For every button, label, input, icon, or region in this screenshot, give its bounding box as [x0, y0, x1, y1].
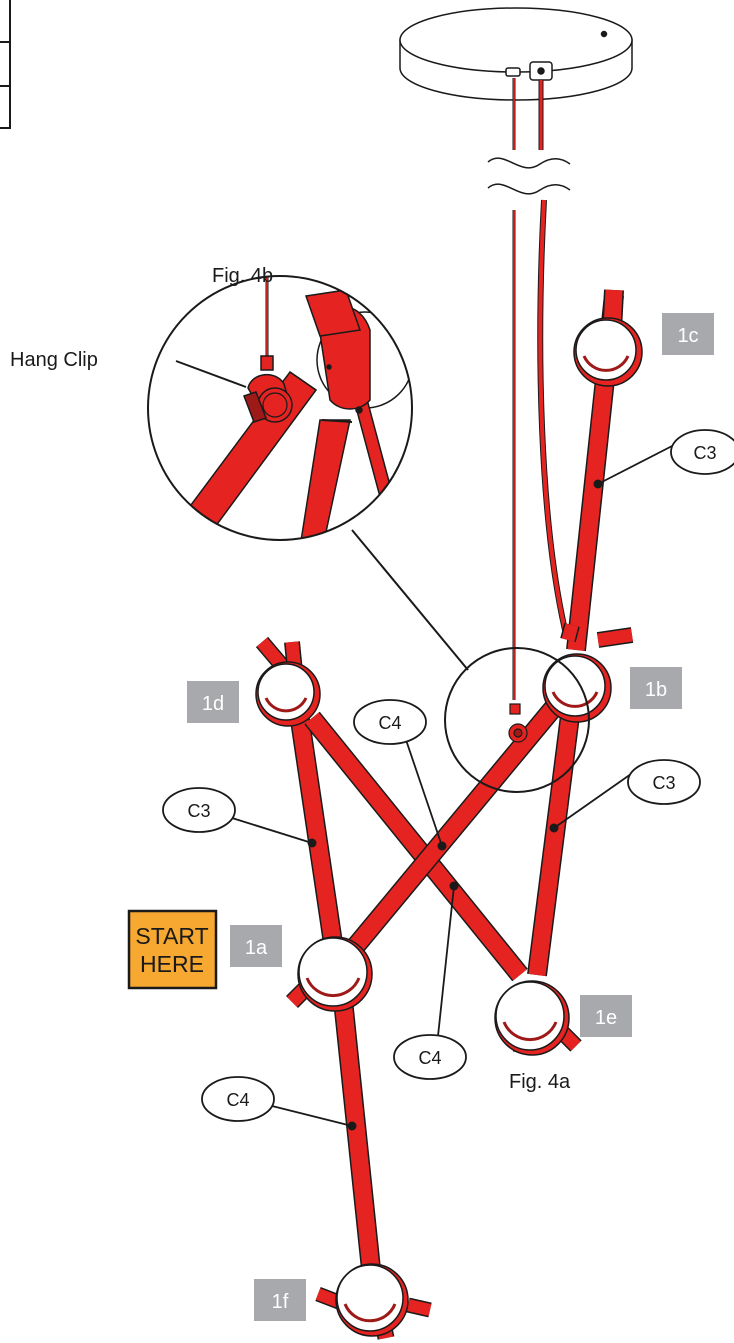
detail-leader — [351, 529, 469, 671]
callout-c4-center-bottom: C4 — [393, 881, 467, 1080]
node-tag-1a: 1a — [230, 925, 282, 967]
arm-1d-1a — [290, 718, 344, 952]
node-tag-1c: 1c — [662, 313, 714, 355]
zoom-detail — [147, 275, 413, 541]
arm-1b-1e — [527, 698, 582, 977]
start-here-line1: START — [135, 923, 208, 949]
stub-1b-a — [596, 627, 634, 648]
callout-c4-center-top: C4 — [353, 699, 447, 851]
callout-label: C3 — [652, 773, 675, 793]
callout-c4-lower-left: C4 — [201, 1076, 357, 1131]
hang-clip-leader — [175, 360, 247, 388]
main-caption: Fig. 4a — [509, 1071, 571, 1093]
node-tag-1f: 1f — [254, 1279, 306, 1321]
node-tag-1e: 1e — [580, 995, 632, 1037]
node-tag-label: 1d — [202, 693, 224, 715]
callout-c3-upper-right: C3 — [593, 429, 734, 489]
start-here-line2: HERE — [140, 951, 204, 977]
hang-clip — [508, 703, 528, 743]
node-1f — [335, 1263, 409, 1337]
detail-ring — [444, 647, 590, 793]
stub-1f-b — [406, 1297, 432, 1318]
callout-label: C4 — [418, 1048, 441, 1068]
node-1d — [255, 661, 321, 727]
node-tag-label: 1e — [595, 1007, 617, 1029]
start-here-badge: START HERE — [127, 909, 218, 990]
suspension-cables — [512, 78, 568, 700]
node-1e — [494, 980, 570, 1056]
cable-break-symbol — [486, 157, 572, 195]
callout-c3-left: C3 — [162, 787, 317, 848]
node-tag-label: 1a — [245, 937, 268, 959]
detail-caption: Fig. 4b — [212, 265, 273, 287]
node-tag-1d: 1d — [187, 681, 239, 723]
callout-label: C3 — [187, 801, 210, 821]
parts-table-fragment — [0, 0, 11, 129]
arm-1b-1a — [332, 693, 568, 972]
node-1a — [297, 936, 373, 1012]
arm-1d-1e — [304, 711, 528, 982]
node-tag-label: 1b — [645, 679, 667, 701]
hang-clip-label: Hang Clip — [10, 349, 98, 371]
node-1b — [542, 653, 612, 723]
node-tag-label: 1f — [272, 1291, 289, 1313]
callout-c3-mid-right: C3 — [549, 759, 701, 833]
node-tag-1b: 1b — [630, 667, 682, 709]
arm-1a-1f — [333, 998, 384, 1300]
stub-1b-b — [560, 622, 580, 643]
node-1c — [573, 317, 643, 387]
node-group — [255, 317, 643, 1337]
ceiling-canopy — [399, 7, 633, 101]
callout-label: C4 — [378, 713, 401, 733]
callout-label: C3 — [693, 443, 716, 463]
callout-label: C4 — [226, 1090, 249, 1110]
node-tag-label: 1c — [677, 325, 698, 347]
